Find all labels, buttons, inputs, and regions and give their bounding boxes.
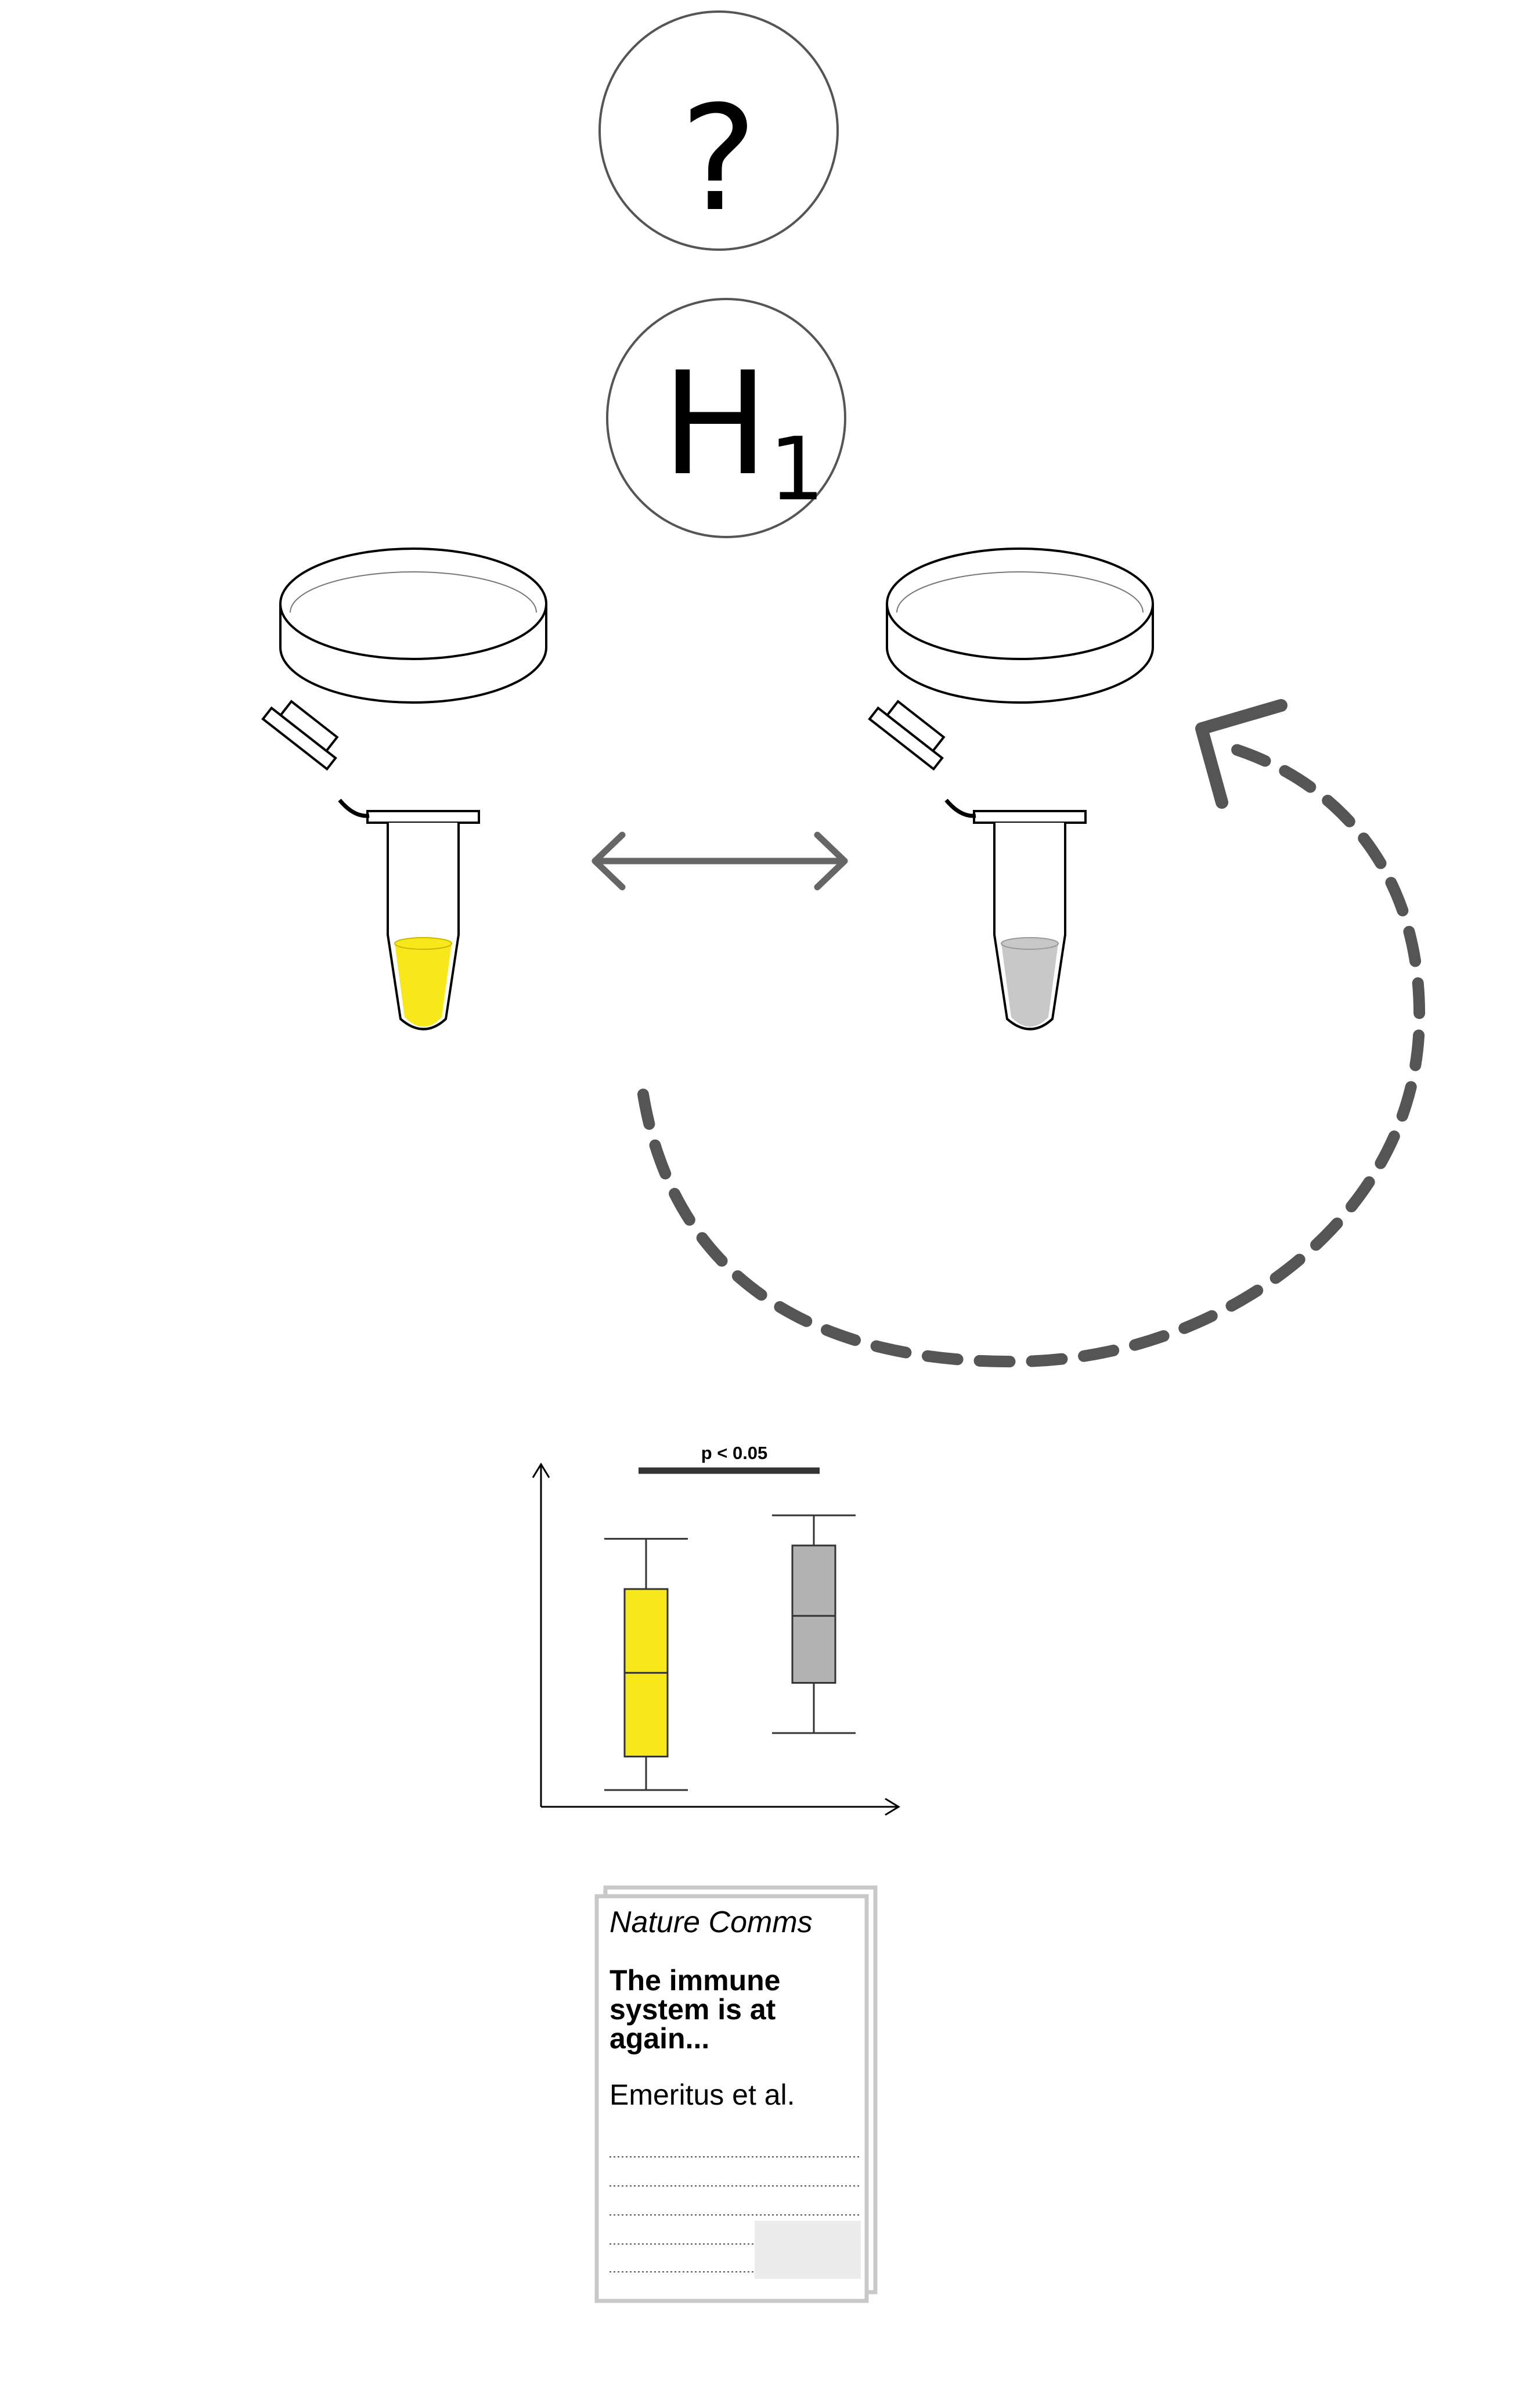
paper-figure-placeholder	[755, 2221, 861, 2279]
cycle-arrow-icon	[637, 699, 1426, 1368]
paper-title-line-1: The immune	[609, 1964, 780, 1997]
tube-icon	[868, 700, 1087, 1031]
journal-name: Nature Comms	[609, 1905, 813, 1939]
petri-dish-icon	[886, 547, 1154, 704]
chart-axes	[532, 1463, 900, 1816]
question-circle	[598, 10, 839, 251]
hypothesis-letter: H	[662, 341, 769, 507]
hypothesis-circle	[606, 298, 846, 538]
paper-icon: Nature Comms The immune system is at aga…	[594, 1885, 878, 2303]
box-body	[791, 1544, 836, 1684]
paper-authors: Emeritus et al.	[609, 2079, 795, 2111]
paper-title-line-3: again...	[609, 2022, 709, 2055]
hypothesis-bubble: H 1	[606, 298, 846, 538]
significance-label: p < 0.05	[701, 1443, 768, 1463]
box-plot: p < 0.05	[532, 1443, 900, 1816]
question-bubble: ?	[598, 10, 839, 251]
question-mark-icon: ?	[680, 74, 758, 243]
petri-dish-icon	[279, 547, 547, 704]
tube-icon	[261, 700, 480, 1031]
hypothesis-subscript: 1	[769, 419, 824, 520]
paper-title-line-2: system is at	[609, 1993, 776, 2026]
double-arrow-icon	[592, 831, 848, 891]
